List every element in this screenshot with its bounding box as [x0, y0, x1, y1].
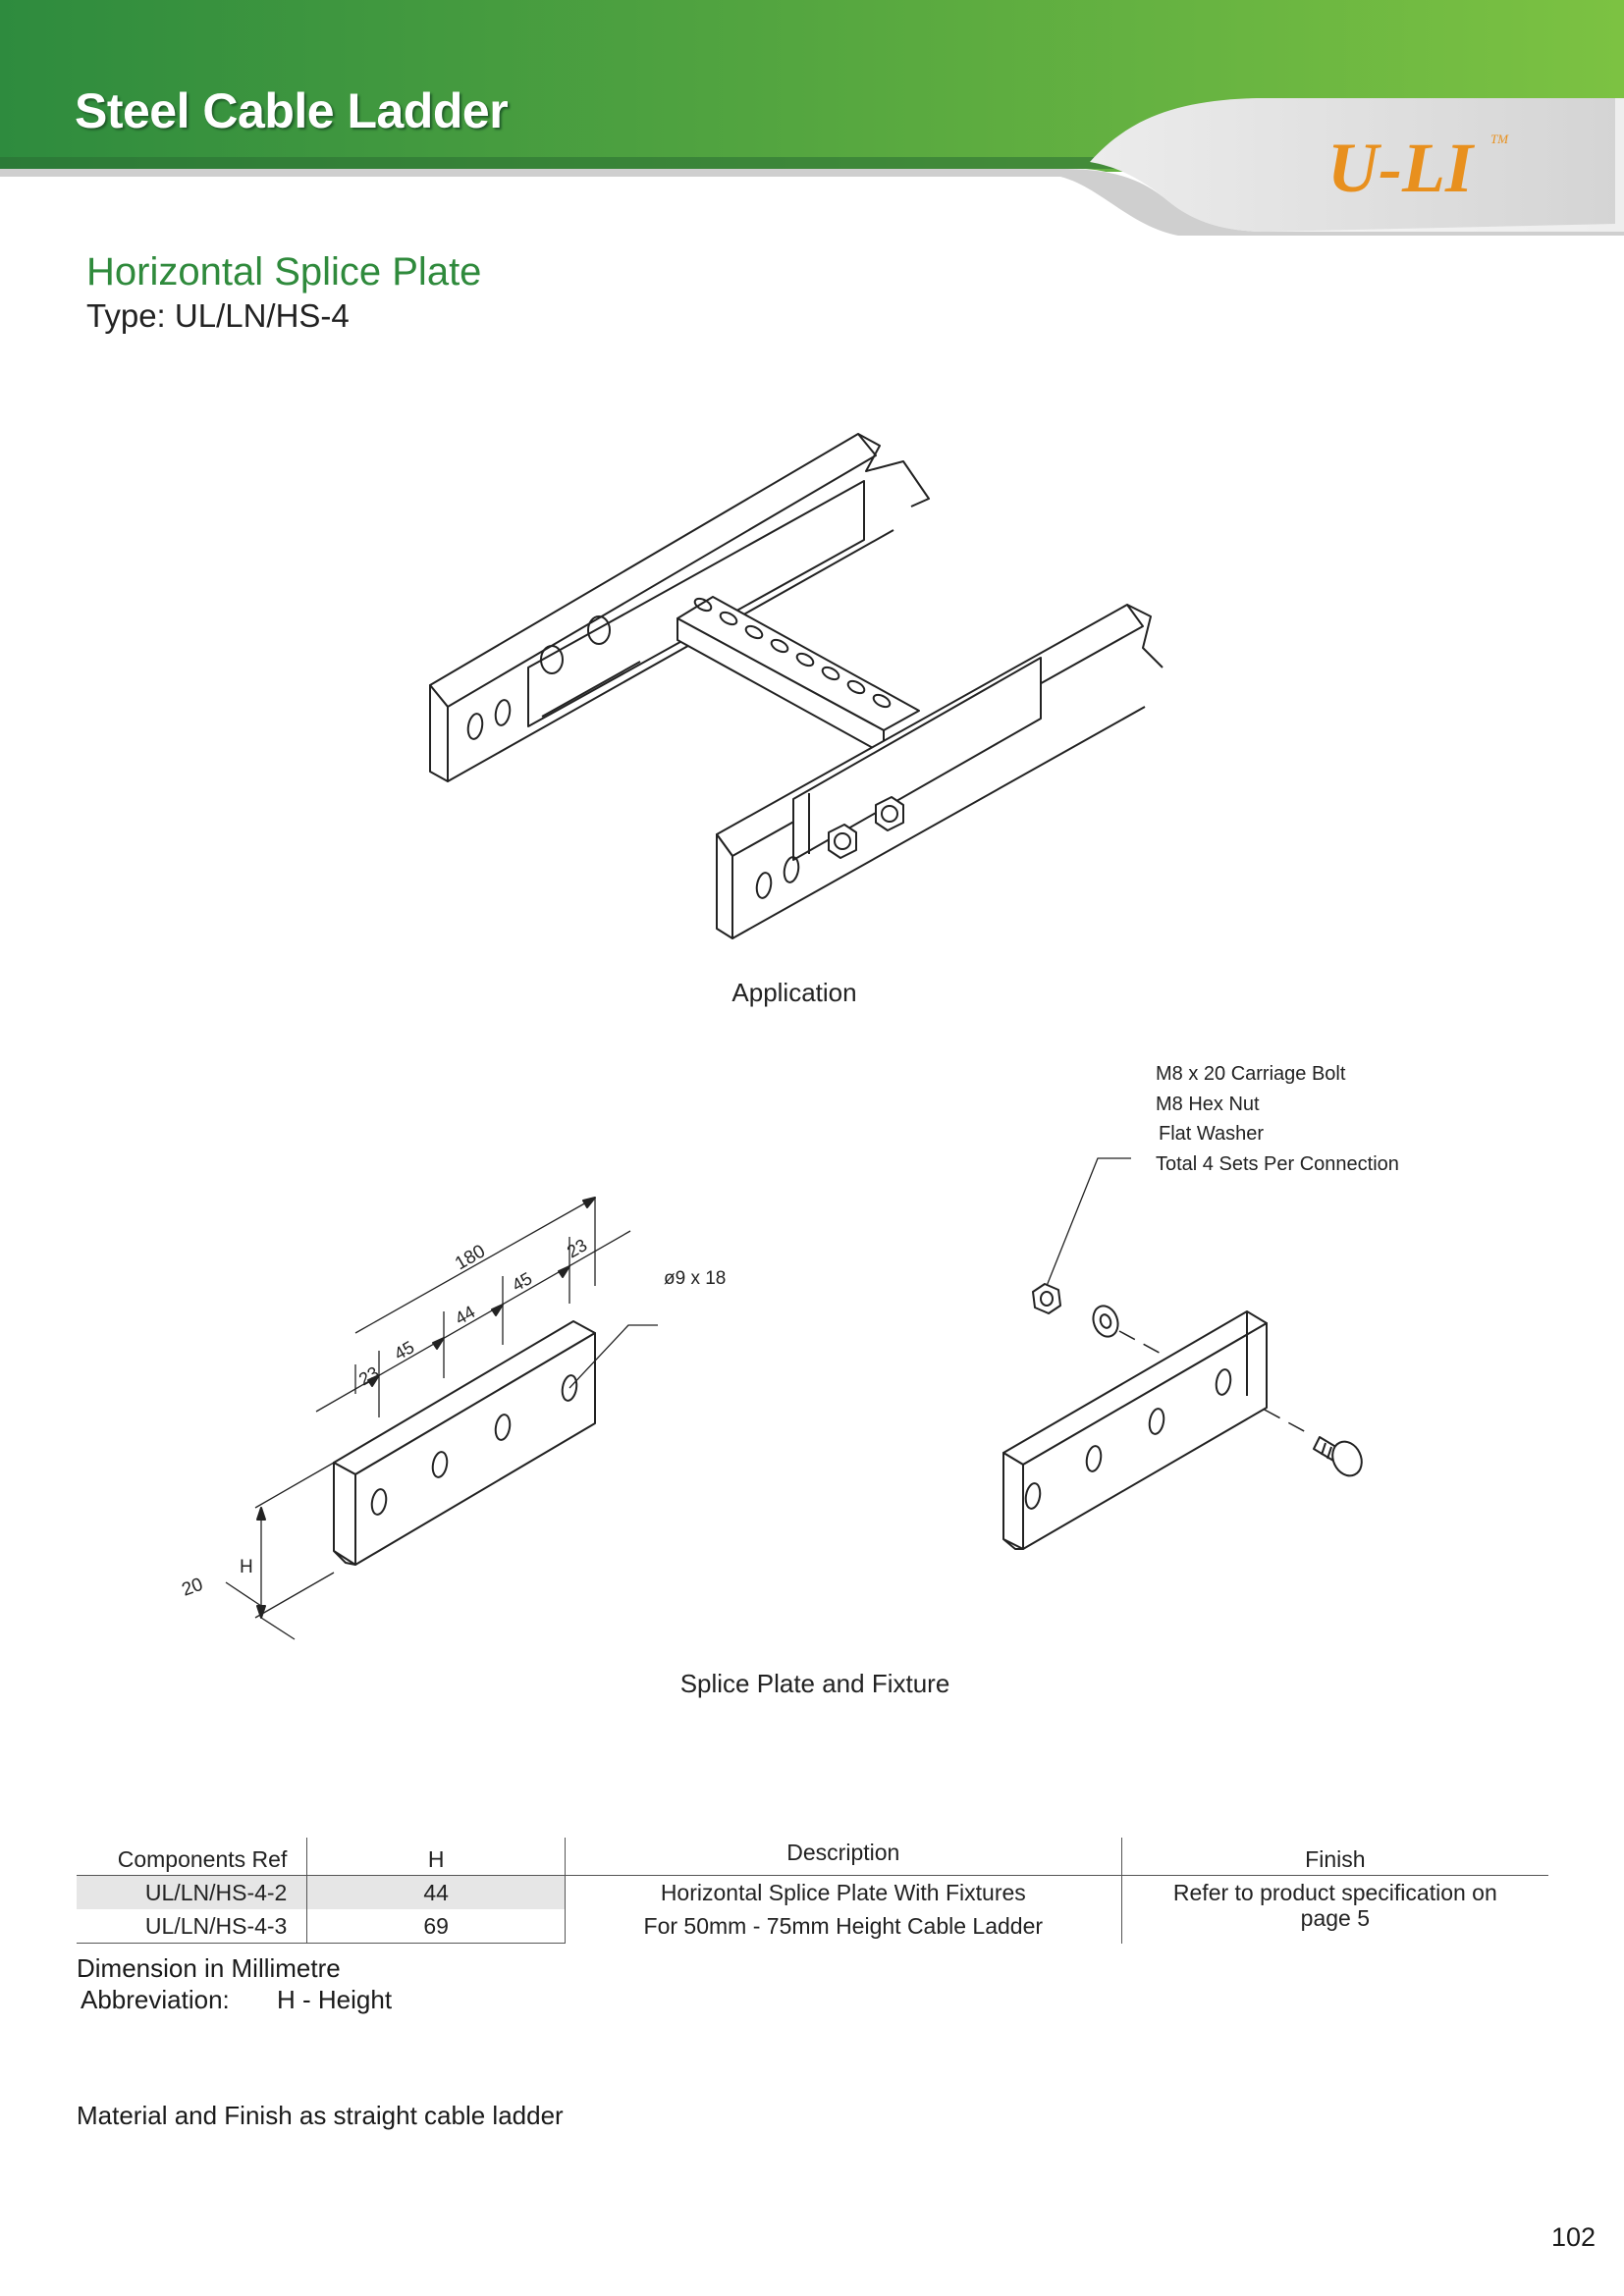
material-note: Material and Finish as straight cable la…	[77, 2101, 564, 2130]
dim-d1: 23	[355, 1362, 382, 1389]
application-caption: Application	[731, 978, 857, 1007]
header-description: Description	[564, 1838, 1122, 1876]
header-title: Steel Cable Ladder	[75, 83, 509, 138]
fixture-label-total: Total 4 Sets Per Connection	[1156, 1152, 1399, 1175]
dim-d3: 44	[452, 1302, 478, 1328]
header-h: H	[306, 1838, 566, 1876]
dim-d2: 45	[391, 1337, 417, 1363]
cell-h: 44	[306, 1875, 566, 1909]
table-header-row: Components Ref H Description Finish	[77, 1838, 1548, 1876]
abbreviation-label: Abbreviation:	[81, 1985, 230, 2014]
fixture-label-nut: M8 Hex Nut	[1156, 1093, 1260, 1115]
dim-d5: 23	[564, 1235, 590, 1261]
description-line-2: For 50mm - 75mm Height Cable Ladder	[643, 1913, 1044, 1940]
brand-logo: U-LI	[1327, 128, 1473, 209]
abbreviation-note: Abbreviation: H - Height	[81, 1985, 392, 2015]
finish-line-1: Refer to product specification on	[1172, 1880, 1497, 1905]
fixture-label-bolt: M8 x 20 Carriage Bolt	[1156, 1063, 1346, 1085]
splice-plate-dimension-drawing: 180 23 45 44 45 23 ø9 x 18 H 20	[180, 1197, 726, 1640]
header-banner	[0, 0, 1624, 236]
fixture-drawing	[1002, 1157, 1363, 1550]
header-components-ref: Components Ref	[77, 1838, 307, 1876]
cell-ref: UL/LN/HS-4-2	[77, 1875, 307, 1909]
brand-logo-text: U-LI	[1327, 129, 1473, 207]
dimension-unit-note: Dimension in Millimetre	[77, 1953, 341, 1983]
type-line: Type: UL/LN/HS-4	[86, 297, 350, 334]
fixture-label-washer: Flat Washer	[1159, 1123, 1265, 1145]
cell-h: 69	[306, 1909, 566, 1944]
finish-line-2: page 5	[1300, 1905, 1371, 1931]
page-number: 102	[1551, 2222, 1597, 2252]
trademark-mark: TM	[1490, 132, 1509, 146]
dim-d4: 45	[509, 1268, 535, 1295]
table-row: UL/LN/HS-4-3 69	[77, 1909, 1548, 1944]
description-line-1: Horizontal Splice Plate With Fixtures	[660, 1880, 1026, 1906]
abbreviation-value: H - Height	[277, 1985, 393, 2014]
cell-ref: UL/LN/HS-4-3	[77, 1909, 307, 1944]
dim-flange: 20	[180, 1575, 206, 1601]
cell-description: Horizontal Splice Plate With Fixtures Fo…	[564, 1875, 1122, 1944]
fixture-caption: Splice Plate and Fixture	[679, 1669, 950, 1698]
components-table: Components Ref H Description Finish UL/L…	[77, 1838, 1548, 1944]
header-finish: Finish	[1120, 1838, 1548, 1876]
dim-slot: ø9 x 18	[664, 1268, 726, 1289]
table-row: UL/LN/HS-4-2 44 Horizontal Splice Plate …	[77, 1875, 1548, 1944]
fixture-label-list: M8 x 20 Carriage Bolt M8 Hex Nut Flat Wa…	[1156, 1059, 1399, 1179]
application-drawing	[429, 433, 1164, 939]
cell-finish: Refer to product specification on page 5	[1120, 1875, 1548, 1944]
dim-height: H	[240, 1557, 253, 1577]
dim-overall: 180	[452, 1241, 489, 1274]
section-title: Horizontal Splice Plate	[86, 250, 482, 294]
